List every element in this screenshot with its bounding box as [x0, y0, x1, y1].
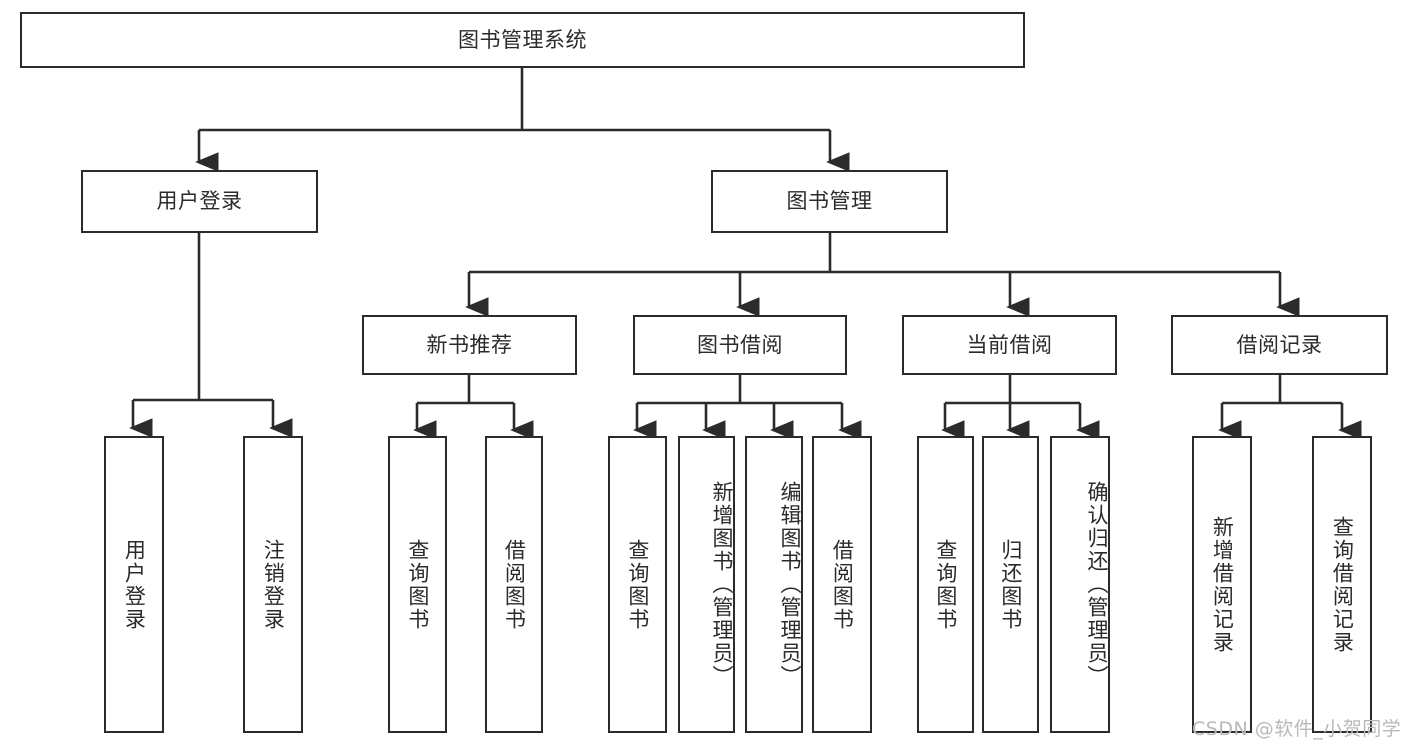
leaf-query-borrow-record[interactable]: 查询借阅记录 — [1312, 436, 1372, 733]
node-label: 图书借阅 — [697, 332, 783, 357]
node-current-borrow[interactable]: 当前借阅 — [902, 315, 1117, 375]
node-label: 归还图书 — [998, 538, 1023, 631]
node-book-management[interactable]: 图书管理 — [711, 170, 948, 233]
node-book-borrow[interactable]: 图书借阅 — [633, 315, 847, 375]
node-new-book-recommend[interactable]: 新书推荐 — [362, 315, 577, 375]
node-label: 确认归还（管理员） — [1085, 481, 1109, 688]
node-borrow-record[interactable]: 借阅记录 — [1171, 315, 1388, 375]
leaf-user-login[interactable]: 用户登录 — [104, 436, 164, 733]
leaf-add-book-admin[interactable]: 新增图书（管理员） — [678, 436, 735, 733]
node-label: 新增图书（管理员） — [710, 481, 734, 688]
node-label: 编辑图书（管理员） — [778, 481, 802, 688]
csdn-watermark: CSDN @软件_小贺同学 — [1192, 718, 1402, 740]
node-label: 借阅图书 — [502, 538, 527, 631]
node-label: 查询图书 — [933, 538, 958, 631]
node-user-login[interactable]: 用户登录 — [81, 170, 318, 233]
leaf-borrow-book-recommend[interactable]: 借阅图书 — [485, 436, 543, 733]
node-label: 用户登录 — [122, 538, 147, 631]
node-label: 用户登录 — [156, 189, 243, 214]
leaf-borrow-book[interactable]: 借阅图书 — [812, 436, 872, 733]
node-label: 新增借阅记录 — [1210, 515, 1235, 654]
node-label: 借阅图书 — [830, 538, 855, 631]
leaf-add-borrow-record[interactable]: 新增借阅记录 — [1192, 436, 1252, 733]
node-label: 注销登录 — [261, 538, 286, 631]
leaf-query-book-recommend[interactable]: 查询图书 — [388, 436, 447, 733]
node-label: 新书推荐 — [426, 332, 513, 357]
node-label: 当前借阅 — [966, 332, 1053, 357]
leaf-confirm-return-admin[interactable]: 确认归还（管理员） — [1050, 436, 1110, 733]
node-label: 查询借阅记录 — [1330, 515, 1355, 654]
leaf-edit-book-admin[interactable]: 编辑图书（管理员） — [745, 436, 803, 733]
node-label: 图书管理 — [786, 189, 873, 214]
node-root-system[interactable]: 图书管理系统 — [20, 12, 1025, 68]
leaf-query-book-current[interactable]: 查询图书 — [917, 436, 974, 733]
node-label: 查询图书 — [405, 538, 430, 631]
leaf-logout[interactable]: 注销登录 — [243, 436, 303, 733]
leaf-return-book[interactable]: 归还图书 — [982, 436, 1039, 733]
node-label: 查询图书 — [625, 538, 650, 631]
node-label: 图书管理系统 — [458, 27, 587, 52]
leaf-query-book-borrow[interactable]: 查询图书 — [608, 436, 667, 733]
node-label: 借阅记录 — [1236, 332, 1323, 357]
